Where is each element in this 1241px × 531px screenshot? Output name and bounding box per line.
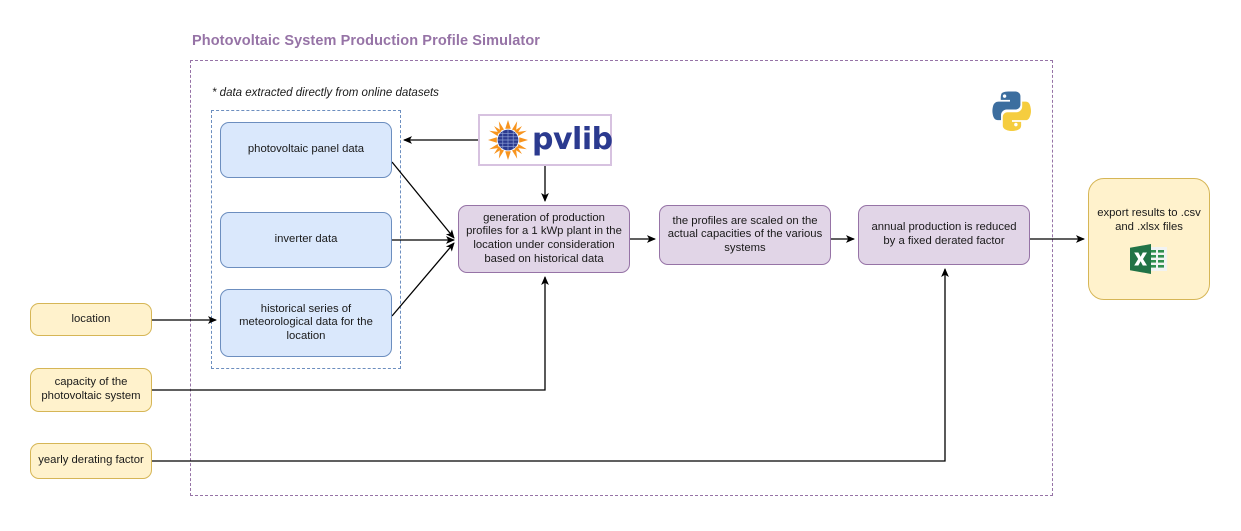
datasets-note: * data extracted directly from online da…	[212, 87, 439, 99]
node-profiles-scaled-to-capacities[interactable]: the profiles are scaled on the actual ca…	[659, 205, 831, 265]
node-label: historical series of meteorological data…	[239, 302, 373, 342]
node-annual-production-derated[interactable]: annual production is reduced by a fixed …	[858, 205, 1030, 265]
page-title: Photovoltaic System Production Profile S…	[192, 33, 541, 49]
node-label: the profiles are scaled on the actual ca…	[667, 214, 823, 254]
node-export-results[interactable]: export results to .csv and .xlsx files	[1088, 178, 1210, 300]
pvlib-wordmark: pvlib	[532, 122, 613, 157]
node-label: export results to .csv and .xlsx files	[1097, 207, 1201, 233]
node-photovoltaic-panel-data[interactable]: photovoltaic panel data	[220, 122, 392, 178]
node-label: generation of production profiles for a …	[466, 211, 622, 265]
node-historical-meteorological-data[interactable]: historical series of meteorological data…	[220, 289, 392, 357]
node-label: yearly derating factor	[38, 454, 144, 467]
node-inverter-data[interactable]: inverter data	[220, 212, 392, 268]
node-generation-of-production-profiles[interactable]: generation of production profiles for a …	[458, 205, 630, 273]
excel-icon	[1130, 244, 1167, 275]
node-input-yearly-derating-factor[interactable]: yearly derating factor	[30, 443, 152, 479]
node-label: photovoltaic panel data	[247, 143, 365, 156]
node-label: inverter data	[274, 233, 338, 246]
sun-solar-panel-icon	[488, 120, 528, 160]
node-label: annual production is reduced by a fixed …	[871, 221, 1017, 247]
pvlib-logo-box: pvlib	[478, 114, 613, 166]
python-logo-icon	[992, 91, 1031, 132]
node-input-capacity[interactable]: capacity of the photovoltaic system	[30, 368, 152, 412]
node-input-location[interactable]: location	[30, 303, 152, 336]
node-label: location	[71, 312, 111, 325]
node-label: capacity of the photovoltaic system	[41, 376, 141, 402]
